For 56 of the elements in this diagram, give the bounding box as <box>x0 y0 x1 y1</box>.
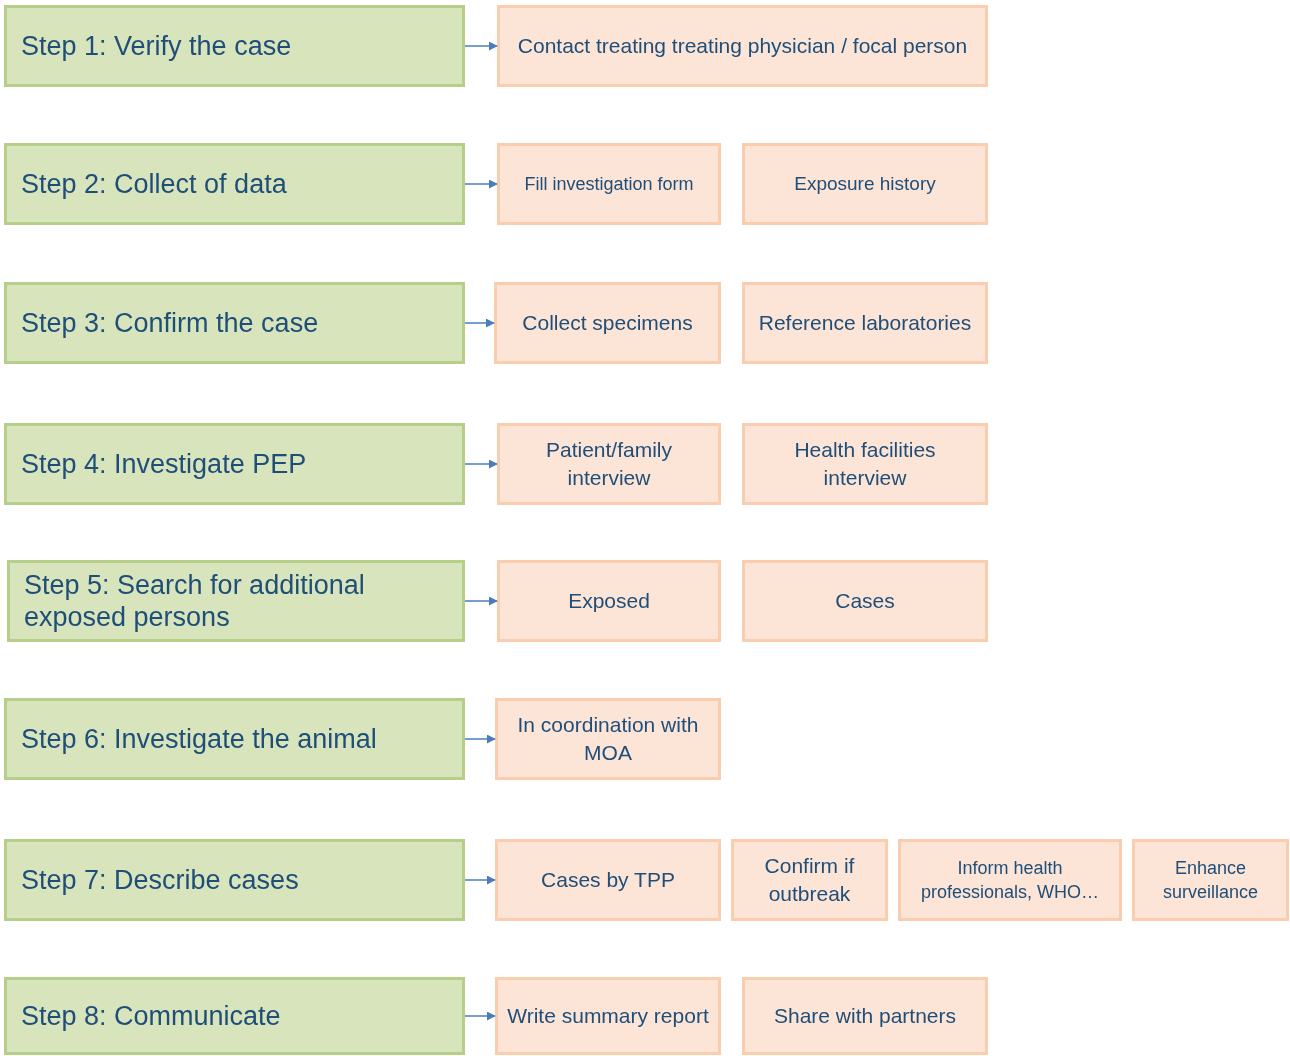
step-box <box>4 977 465 1055</box>
step-label: Step 1: Verify the case <box>21 29 292 63</box>
arrow <box>464 41 498 51</box>
task-label: Confirm if outbreak <box>763 852 856 907</box>
arrow <box>464 459 498 469</box>
step-box <box>4 423 465 505</box>
task-box <box>742 423 988 505</box>
task-box <box>898 839 1122 921</box>
step-label: Step 3: Confirm the case <box>21 306 319 340</box>
step-box <box>4 698 465 780</box>
step-box <box>7 560 465 642</box>
task-label: Enhance surveillance <box>1161 856 1259 904</box>
task-box <box>497 423 721 505</box>
task-label: Fill investigation form <box>524 172 694 196</box>
task-label: Exposed <box>568 587 650 614</box>
task-box <box>742 560 988 642</box>
arrow <box>464 179 498 189</box>
task-label: Share with partners <box>773 1002 957 1029</box>
task-box <box>1132 839 1289 921</box>
arrow <box>464 734 496 744</box>
task-label: Exposure history <box>794 172 936 197</box>
step-label: Step 4: Investigate PEP <box>21 447 307 481</box>
task-label: Write summary report <box>507 1002 709 1029</box>
step-box <box>4 839 465 921</box>
task-label: Cases by TPP <box>541 866 675 893</box>
task-box <box>497 143 721 225</box>
task-box <box>742 977 988 1055</box>
task-box <box>494 282 721 364</box>
task-box <box>495 839 721 921</box>
step-box <box>4 282 465 364</box>
step-label: Step 6: Investigate the animal <box>21 722 377 756</box>
task-box <box>742 282 988 364</box>
step-label: Step 8: Communicate <box>21 999 281 1033</box>
step-box <box>4 143 465 225</box>
task-box <box>495 698 721 780</box>
task-label: Patient/family interview <box>544 436 674 491</box>
task-box <box>497 560 721 642</box>
step-label: Step 2: Collect of data <box>21 167 287 201</box>
task-label: Health facilities interview <box>793 436 937 491</box>
arrow <box>464 318 495 328</box>
arrow <box>464 596 498 606</box>
task-label: Collect specimens <box>522 309 693 336</box>
task-box <box>742 143 988 225</box>
arrow <box>464 875 496 885</box>
task-box <box>731 839 888 921</box>
task-box <box>497 5 988 87</box>
step-label: Step 5: Search for additional exposed persons <box>24 568 366 634</box>
arrow <box>464 1011 496 1021</box>
task-label: Contact treating treating physician / focal person <box>517 32 968 59</box>
task-label: Reference laboratories <box>758 309 972 336</box>
step-box <box>4 5 465 87</box>
task-box <box>495 977 721 1055</box>
step-label: Step 7: Describe cases <box>21 863 299 897</box>
task-label: Cases <box>835 587 895 614</box>
task-label: In coordination with MOA <box>516 711 700 766</box>
task-label: Inform health professionals, WHO… <box>919 856 1101 904</box>
